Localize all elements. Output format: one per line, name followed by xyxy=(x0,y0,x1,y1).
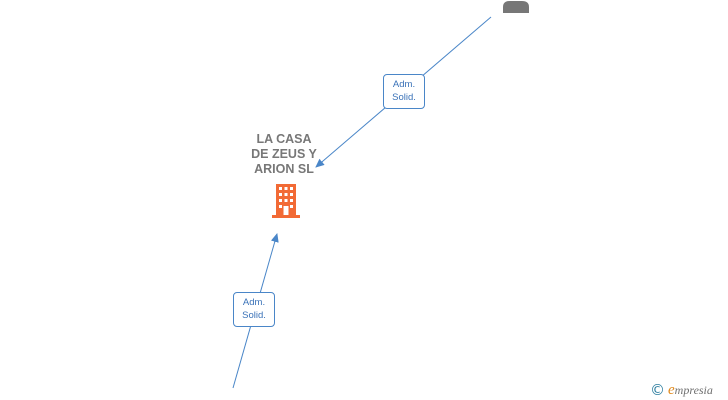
empresia-logo: empresia xyxy=(668,382,713,399)
role-badge-line1: Adm. xyxy=(392,79,416,90)
role-badge[interactable]: Adm. Solid. xyxy=(233,292,275,327)
role-badge[interactable]: Adm. Solid. xyxy=(383,74,425,109)
role-badge-line2: Solid. xyxy=(392,92,416,103)
brand-text: mpresia xyxy=(674,382,713,397)
empresia-watermark: © empresia xyxy=(650,380,713,400)
role-badge-line1: Adm. xyxy=(242,297,266,308)
role-badge-line2: Solid. xyxy=(242,310,266,321)
brand-initial: e xyxy=(668,381,675,398)
building-icon[interactable] xyxy=(270,184,302,218)
copyright-icon: © xyxy=(650,381,665,399)
company-name[interactable]: LA CASA DE ZEUS Y ARION SL xyxy=(251,132,317,176)
person-icon[interactable] xyxy=(500,0,532,13)
